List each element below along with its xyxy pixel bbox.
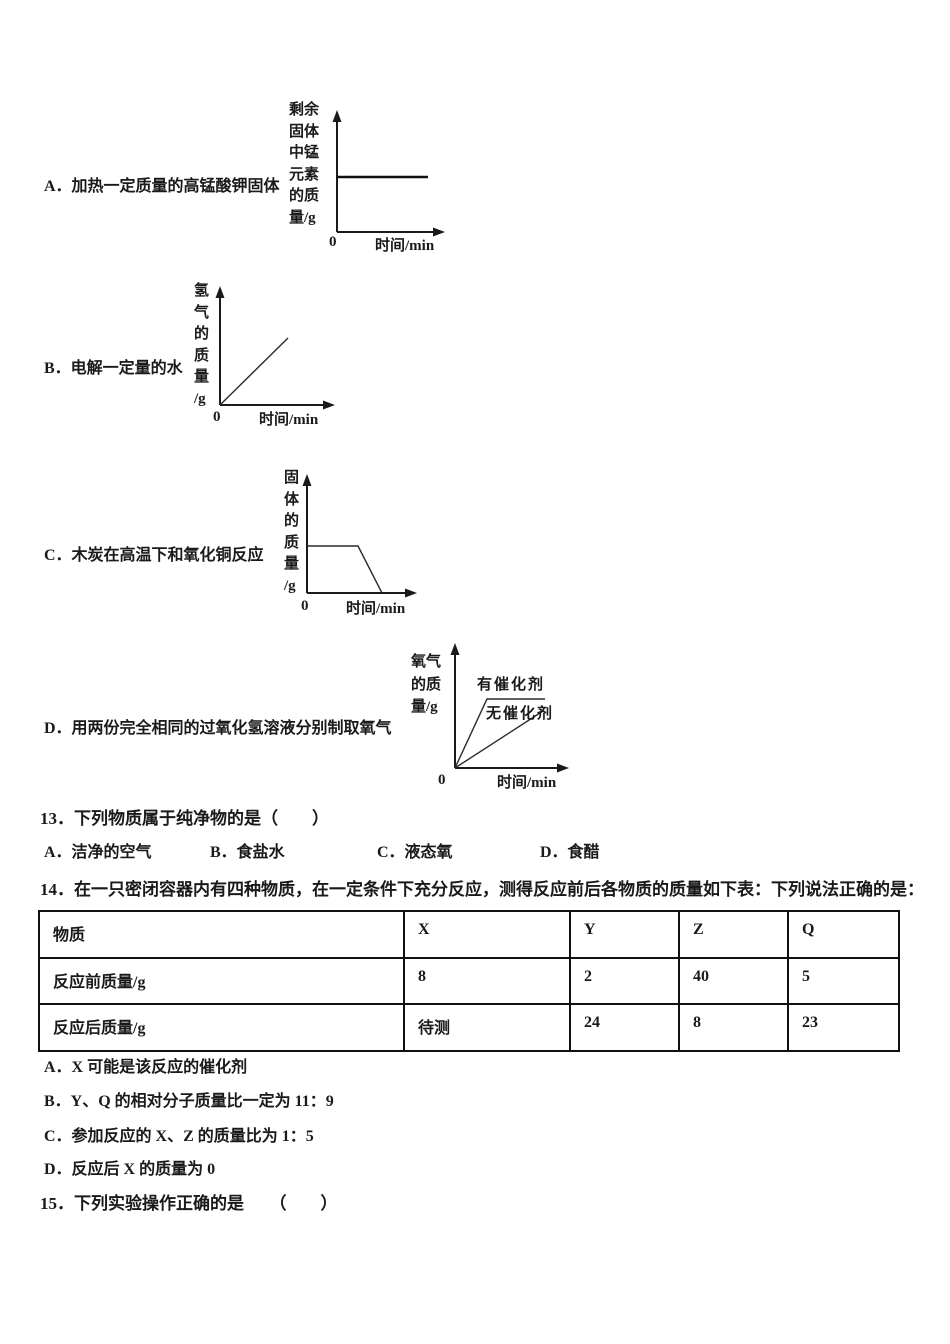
cell-before-q: 5 <box>787 956 900 1006</box>
graph-a-ylabel-line1: 剩余 <box>289 102 320 118</box>
graph-d-xaxis-arrow <box>557 763 569 773</box>
table-header-z: Z <box>678 910 789 959</box>
graph-c-ylabel-line4: 质 <box>284 534 300 551</box>
graph-c-xaxis-arrow <box>405 588 417 598</box>
q12-option-b-label: B．电解一定量的水 <box>44 360 183 377</box>
q14-option-d: D．反应后 X 的质量为 0 <box>44 1161 216 1178</box>
graph-a-ylabel-line2: 固体 <box>289 123 320 140</box>
graph-b-origin: 0 <box>213 409 221 425</box>
graph-c-ylabel-line1: 固 <box>284 470 300 486</box>
graph-d-y-axis-label: 氧气 的质 量/g <box>411 651 441 719</box>
q14-option-c: C．参加反应的 X、Z 的质量比为 1：5 <box>44 1128 314 1145</box>
graph-d-catalyst-line <box>454 698 545 769</box>
q15-stem: 15．下列实验操作正确的是 （ ） <box>40 1194 338 1213</box>
graph-a-origin: 0 <box>329 234 337 250</box>
graph-b-ylabel-line6: /g <box>194 390 206 407</box>
q12-option-a-label: A．加热一定质量的高锰酸钾固体 <box>44 178 280 195</box>
graph-d-catalyst-label: 有催化剂 <box>477 677 546 693</box>
graph-b-ylabel-line5: 量 <box>194 369 210 385</box>
cell-before-z: 40 <box>678 956 789 1006</box>
q13-stem: 13．下列物质属于纯净物的是（ ） <box>40 809 329 828</box>
q13-option-c: C．液态氧 <box>377 844 453 861</box>
cell-after-q: 23 <box>787 1003 900 1052</box>
q14-mass-table: 物质 X Y Z Q 反应前质量/g 8 2 40 5 反应后质量/g 待测 2… <box>38 910 900 1052</box>
graph-c-ylabel-line6: /g <box>284 577 296 594</box>
graph-a-xaxis-arrow <box>433 227 445 237</box>
table-row-after: 反应后质量/g 待测 24 8 23 <box>38 1003 900 1052</box>
graph-b-data-line <box>219 337 289 406</box>
table-header-substance: 物质 <box>38 910 405 959</box>
q13-option-a: A．洁净的空气 <box>44 844 152 861</box>
graph-b-x-axis-label: 时间/min <box>259 412 319 428</box>
graph-c-ylabel-line5: 量 <box>284 556 300 572</box>
graph-c-y-axis-label: 固 体 的 质 量 /g <box>284 468 299 597</box>
graph-c-ylabel-line3: 的 <box>284 513 300 529</box>
table-header-row: 物质 X Y Z Q <box>38 910 900 959</box>
q14-option-a: A．X 可能是该反应的催化剂 <box>44 1059 248 1076</box>
cell-after-label: 反应后质量/g <box>38 1003 405 1052</box>
graph-d-origin: 0 <box>438 772 446 788</box>
graph-a-x-axis-label: 时间/min <box>375 238 435 254</box>
cell-after-y: 24 <box>569 1003 680 1052</box>
graph-d-x-axis-label: 时间/min <box>497 775 557 791</box>
table-row-before: 反应前质量/g 8 2 40 5 <box>38 956 900 1006</box>
table-header-x: X <box>403 910 571 959</box>
graph-a-ylabel-line6: 量/g <box>289 209 316 226</box>
q12-option-d-label: D．用两份完全相同的过氧化氢溶液分别制取氧气 <box>44 720 392 737</box>
graph-c-plot <box>302 474 417 598</box>
q14-option-b: B．Y、Q 的相对分子质量比一定为 11：9 <box>44 1093 334 1110</box>
graph-d-ylabel-line2: 的质 <box>411 676 442 693</box>
table-header-y: Y <box>569 910 680 959</box>
graph-d-ylabel-line3: 量/g <box>411 699 438 715</box>
cell-before-y: 2 <box>569 956 680 1006</box>
graph-c-x-axis-label: 时间/min <box>346 601 406 617</box>
graph-d-plot <box>450 643 569 773</box>
graph-b-xaxis-arrow <box>323 400 335 410</box>
q14-stem: 14．在一只密闭容器内有四种物质，在一定条件下充分反应，测得反应前后各物质的质量… <box>40 880 924 899</box>
q13-option-b: B．食盐水 <box>210 844 285 861</box>
q13-option-d: D．食醋 <box>540 844 600 861</box>
graph-c-origin: 0 <box>301 598 309 614</box>
graph-d-no-catalyst-label: 无催化剂 <box>486 706 555 722</box>
graph-a-ylabel-line3: 中锰 <box>289 145 320 161</box>
graph-a-ylabel-line4: 元素 <box>289 166 320 183</box>
graph-a-y-axis-label: 剩余 固体 中锰 元素 的质 量/g <box>289 100 319 229</box>
graph-d-no-catalyst-line <box>454 710 544 769</box>
cell-after-z: 8 <box>678 1003 789 1052</box>
cell-after-x: 待测 <box>403 1003 571 1052</box>
graph-b-ylabel-line4: 质 <box>194 347 210 364</box>
graph-d-ylabel-line1: 氧气 <box>411 654 442 670</box>
graph-b-plot <box>215 286 335 410</box>
graph-b-y-axis-label: 氢 气 的 质 量 /g <box>194 281 209 410</box>
graph-a-ylabel-line5: 的质 <box>289 188 320 204</box>
graph-b-ylabel-line1: 氢 <box>194 283 210 299</box>
graph-c-ylabel-line2: 体 <box>284 491 300 508</box>
cell-before-label: 反应前质量/g <box>38 956 405 1006</box>
graph-b-ylabel-line3: 的 <box>194 326 210 342</box>
table-header-q: Q <box>787 910 900 959</box>
graph-b-ylabel-line2: 气 <box>194 304 210 321</box>
cell-before-x: 8 <box>403 956 571 1006</box>
q12-option-c-label: C．木炭在高温下和氧化铜反应 <box>44 547 264 564</box>
graph-a-plot <box>332 110 445 237</box>
graph-c-data-line <box>307 545 383 594</box>
